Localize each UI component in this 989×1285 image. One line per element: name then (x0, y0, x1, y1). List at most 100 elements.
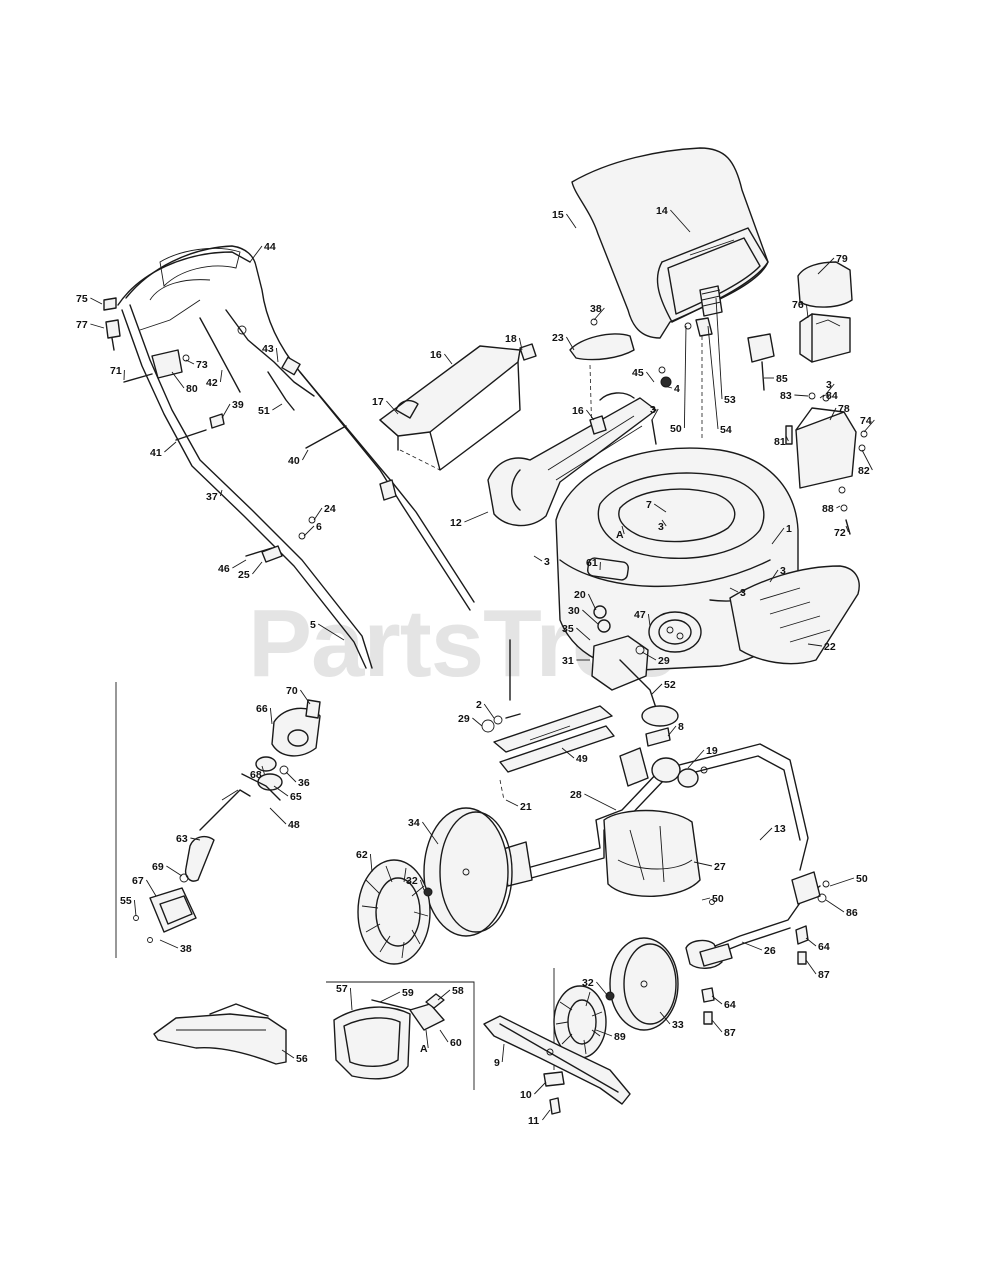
callout-c11: 11 (528, 1115, 539, 1127)
callout-c56: 56 (296, 1053, 308, 1065)
front-axle (500, 744, 808, 896)
rear-door (380, 344, 536, 470)
callout-c80: 80 (186, 383, 198, 395)
leader-line-c41 (164, 442, 176, 452)
callout-c46: 46 (218, 563, 230, 575)
callout-c65: 65 (290, 791, 302, 803)
blade-assembly (484, 968, 630, 1114)
callout-c25: 25 (238, 569, 250, 581)
leader-line-c16a (444, 354, 452, 364)
callout-c83: 83 (780, 390, 792, 402)
callout-c28: 28 (570, 789, 582, 801)
callout-c2: 2 (476, 699, 482, 711)
callout-c19: 19 (706, 745, 718, 757)
callout-c85: 85 (776, 373, 788, 385)
leader-line-c62 (370, 854, 372, 872)
callout-c35: 35 (562, 623, 574, 635)
callout-c6: 6 (316, 521, 322, 533)
leader-line-c44 (250, 246, 262, 262)
callout-c76: 76 (792, 299, 804, 311)
callout-c21: 21 (520, 801, 532, 813)
callout-c70: 70 (286, 685, 298, 697)
leader-line-c43 (276, 348, 278, 362)
callout-c39: 39 (232, 399, 244, 411)
callout-c32a: 32 (406, 875, 418, 887)
callout-c3b: 3 (650, 404, 656, 416)
callout-c74: 74 (860, 415, 872, 427)
leader-line-c50b (702, 898, 710, 900)
callout-c47: 47 (634, 609, 646, 621)
callout-c14: 14 (656, 205, 668, 217)
callout-c9: 9 (494, 1057, 500, 1069)
callout-c79: 79 (836, 253, 848, 265)
leader-line-c28 (584, 794, 616, 810)
leader-line-c29b (472, 718, 482, 726)
rear-wheel (424, 808, 512, 936)
leader-line-c76 (806, 304, 808, 318)
callout-c64a: 64 (818, 941, 830, 953)
leader-line-c11 (542, 1110, 550, 1120)
leader-line-c2 (484, 704, 494, 718)
leader-line-c26 (742, 942, 762, 950)
callout-c15: 15 (552, 209, 564, 221)
leader-line-c86 (826, 900, 844, 912)
wheel-cap-62 (358, 860, 432, 964)
callout-c53: 53 (724, 394, 736, 406)
leader-line-c69 (166, 866, 182, 876)
leader-line-c25 (252, 562, 262, 574)
leader-line-c88 (836, 506, 840, 508)
callout-c1: 1 (786, 523, 792, 535)
leader-line-c9 (502, 1044, 504, 1062)
leader-line-c83 (794, 395, 808, 396)
leader-line-c50c (830, 878, 854, 886)
leader-line-c45 (646, 372, 654, 382)
leader-line-c67 (146, 880, 156, 896)
callout-c31: 31 (562, 655, 574, 667)
callout-c49: 49 (576, 753, 588, 765)
callout-c38b: 38 (180, 943, 192, 955)
leader-line-c46 (232, 560, 246, 568)
callout-c24: 24 (324, 503, 336, 515)
callout-c81: 81 (774, 436, 786, 448)
callout-c36: 36 (298, 777, 310, 789)
callout-c82: 82 (858, 465, 870, 477)
leader-line-c48 (270, 808, 286, 824)
callout-c72: 72 (834, 527, 846, 539)
callout-c75: 75 (76, 293, 88, 305)
leader-line-c50a (684, 326, 686, 428)
front-wheel (610, 938, 678, 1030)
handle-fasteners (176, 414, 396, 562)
leader-line-c80 (172, 372, 184, 388)
leader-line-c87a (806, 960, 816, 974)
leader-line-c40 (302, 450, 308, 460)
callout-c52: 52 (664, 679, 676, 691)
callout-c10: 10 (520, 1089, 532, 1101)
leader-line-c73 (186, 360, 194, 364)
callout-c23: 23 (552, 332, 564, 344)
callout-c61: 61 (586, 557, 598, 569)
leader-line-c57 (350, 988, 352, 1010)
callout-c3c: 3 (658, 521, 664, 533)
leader-line-c21 (506, 800, 518, 806)
callout-c67: 67 (132, 875, 144, 887)
callout-c37: 37 (206, 491, 218, 503)
callout-c57: 57 (336, 983, 348, 995)
callout-c87a: 87 (818, 969, 830, 981)
callout-c40: 40 (288, 455, 300, 467)
callout-c48: 48 (288, 819, 300, 831)
callout-c30: 30 (568, 605, 580, 617)
callout-c16a: 16 (430, 349, 442, 361)
callout-c69: 69 (152, 861, 164, 873)
leader-line-c15 (566, 214, 576, 228)
callout-c50a: 50 (670, 423, 682, 435)
callout-c32b: 32 (582, 977, 594, 989)
callout-c51: 51 (258, 405, 270, 417)
leader-line-c42 (220, 370, 222, 382)
callout-c41: 41 (150, 447, 162, 459)
leader-line-c23 (566, 337, 574, 350)
leader-line-c51 (272, 404, 282, 410)
callout-c17: 17 (372, 396, 384, 408)
callout-c84: 84 (826, 390, 838, 402)
